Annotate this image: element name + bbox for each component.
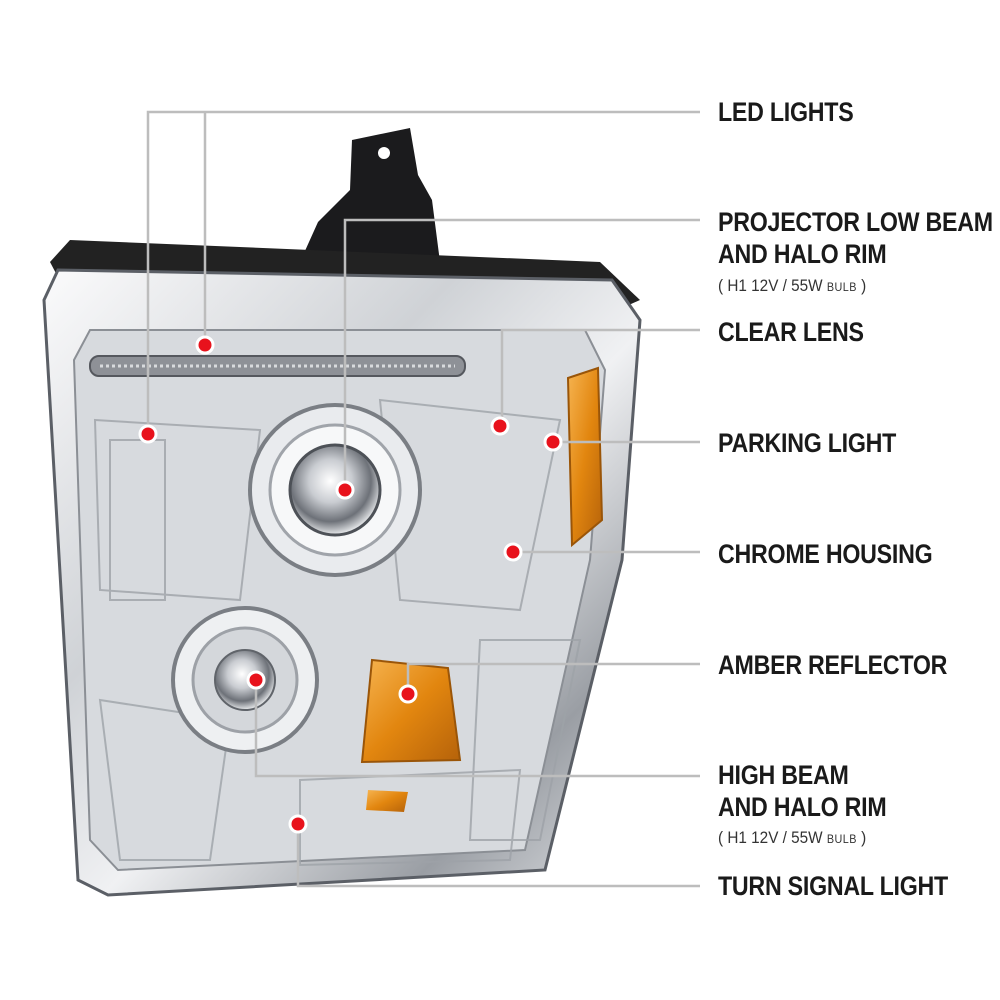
- spec-bulb-main: H1 12V / 55W: [727, 828, 823, 847]
- label-projector-low-beam-line1: PROJECTOR LOW BEAM: [718, 207, 993, 237]
- led-strip: [89, 355, 466, 377]
- amber-side-marker: [566, 366, 604, 548]
- dot-high-beam: [246, 670, 266, 690]
- leader-amber-reflector: [406, 662, 700, 694]
- callout-dots: [138, 335, 563, 834]
- spec-open-paren: (: [718, 828, 724, 847]
- label-clear-lens: CLEAR LENS: [718, 317, 864, 347]
- dot-clear-lens: [490, 416, 510, 436]
- label-high-beam-line1: HIGH BEAM: [718, 760, 849, 790]
- headlight-illustration: [42, 128, 642, 897]
- leader-high-beam: [254, 680, 700, 778]
- label-turn-signal-light: TURN SIGNAL LIGHT: [718, 871, 948, 901]
- spec-close-paren: ): [861, 828, 867, 847]
- dot-parking-light: [543, 432, 563, 452]
- high-beam-center: [214, 649, 276, 711]
- leader-led-lights: [146, 110, 700, 432]
- amber-small: [366, 790, 408, 812]
- dot-led-lights-left: [138, 424, 158, 444]
- dot-projector-low-beam: [335, 480, 355, 500]
- spec-open-paren: (: [718, 276, 724, 295]
- label-led-lights: LED LIGHTS: [718, 97, 854, 127]
- dot-turn-signal-light: [288, 814, 308, 834]
- amber-reflector-lens: [360, 658, 462, 764]
- label-projector-low-beam-line2: AND HALO RIM: [718, 239, 887, 269]
- bracket-hole: [378, 147, 390, 159]
- mounting-bracket: [300, 128, 440, 262]
- spec-bulb-main: H1 12V / 55W: [727, 276, 823, 295]
- low-beam-lens: [288, 443, 382, 537]
- leader-clear-lens: [500, 328, 700, 425]
- label-high-beam-line2: AND HALO RIM: [718, 792, 887, 822]
- label-chrome-housing: CHROME HOUSING: [718, 539, 933, 569]
- spec-bulb-unit: BULB: [826, 280, 857, 294]
- leader-lines: [146, 110, 700, 888]
- leader-projector-low-beam: [343, 218, 700, 490]
- spec-bulb-unit: BULB: [826, 832, 857, 846]
- dot-amber-reflector: [398, 684, 418, 704]
- leader-turn-signal-light: [296, 824, 700, 888]
- label-amber-reflector: AMBER REFLECTOR: [718, 650, 948, 680]
- spec-projector-low-beam: ( H1 12V / 55W BULB ): [718, 276, 866, 297]
- spec-close-paren: ): [861, 276, 867, 295]
- label-parking-light: PARKING LIGHT: [718, 428, 897, 458]
- dot-led-lights-top: [195, 335, 215, 355]
- dot-chrome-housing: [503, 542, 523, 562]
- spec-high-beam: ( H1 12V / 55W BULB ): [718, 828, 866, 849]
